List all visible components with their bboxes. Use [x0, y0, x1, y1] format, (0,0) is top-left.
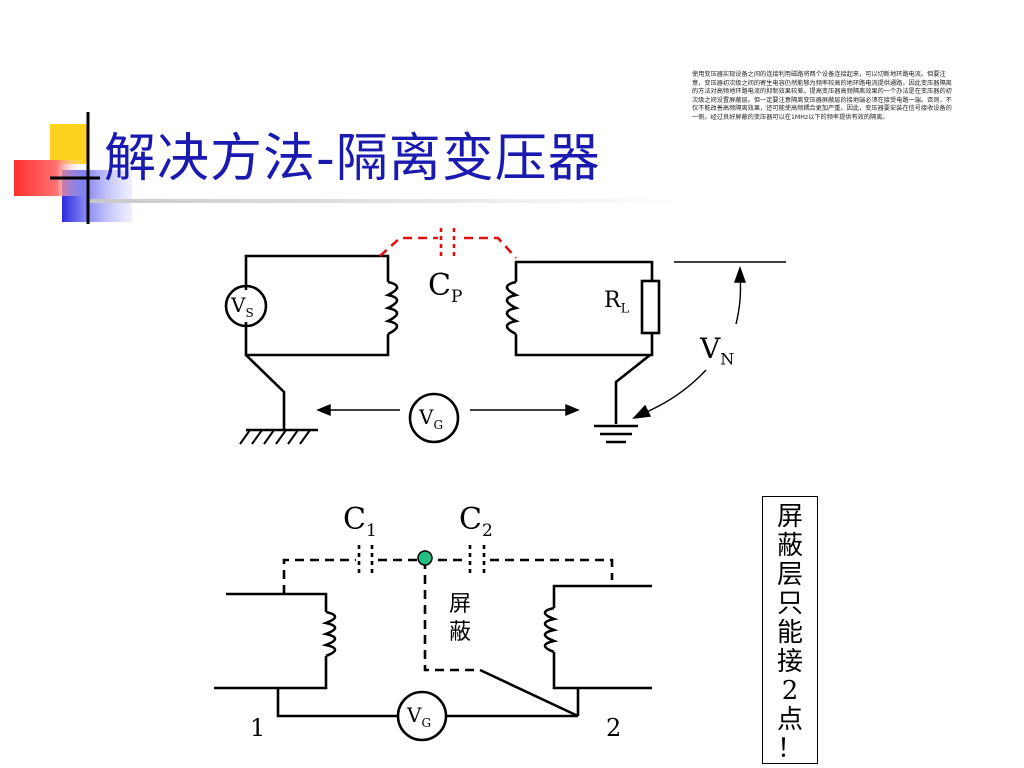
node-1-label: 1	[250, 714, 266, 742]
title-underline	[90, 199, 690, 203]
shield-capacitors	[357, 545, 486, 574]
top-circuit	[224, 254, 661, 444]
shield-layer	[282, 558, 614, 672]
logo-decoration	[14, 112, 132, 224]
right-winding-bottom	[552, 652, 652, 690]
parasitic-capacitor	[379, 228, 517, 259]
cp-label: CP	[428, 268, 463, 307]
callout-char: 蔽	[776, 531, 803, 561]
shield-label-1: 屏	[449, 592, 472, 617]
left-loop-top-wire	[244, 254, 390, 290]
shield-ground-diagonal	[479, 668, 579, 718]
slide-title: 解决方法-隔离变压器	[104, 129, 601, 189]
callout-char: 接	[776, 647, 803, 677]
callout-char: 屏	[776, 502, 803, 532]
c2-label: C2	[459, 502, 493, 541]
secondary-coil	[505, 280, 520, 336]
left-winding-top	[226, 592, 328, 612]
shield-label-2: 蔽	[449, 620, 472, 645]
left-winding-bottom	[214, 656, 328, 690]
vs-source-circle	[224, 284, 268, 328]
callout-char: 层	[776, 560, 803, 590]
bottom-circuit	[214, 584, 652, 742]
callout-char: ！	[776, 734, 803, 764]
shield-node-dot	[417, 550, 433, 566]
callout-char: 只	[776, 589, 803, 619]
vg-arrows	[316, 403, 580, 417]
bottom-ground-wire-left	[276, 688, 398, 718]
right-loop-bottom-wire	[514, 333, 654, 357]
callout-char: 点	[776, 705, 803, 735]
rl-label: RL	[604, 288, 630, 317]
callout-box: 屏 蔽 层 只 能 接 2 点 ！	[762, 496, 818, 764]
vn-indicator	[632, 261, 786, 419]
earth-hatch	[239, 429, 311, 445]
load-resistor	[640, 279, 661, 335]
c1-label: C1	[343, 502, 377, 541]
right-winding-top	[552, 584, 652, 608]
right-ground-wire	[614, 353, 651, 424]
primary-coil	[384, 280, 399, 336]
vn-label: VN	[700, 332, 735, 369]
right-winding-coil	[543, 606, 559, 654]
callout-char: 2	[781, 676, 799, 706]
right-loop-top-wire	[514, 260, 654, 282]
left-winding-coil	[321, 610, 337, 658]
top-vg-circle	[408, 392, 460, 444]
left-ground-wire	[245, 354, 286, 430]
node-2-label: 2	[606, 714, 622, 742]
top-vg-label: VG	[419, 405, 444, 432]
left-loop-bottom-wire	[244, 322, 390, 357]
logo-yellow-square	[50, 124, 88, 164]
callout-char: 能	[776, 618, 803, 648]
vs-label: VS	[231, 293, 254, 320]
explanation-note: 使用变压器实现设备之间的连接利用磁路将两个设备连接起来，可以切断地环路电流。但要…	[692, 71, 952, 121]
bottom-vg-label: VG	[407, 703, 432, 730]
